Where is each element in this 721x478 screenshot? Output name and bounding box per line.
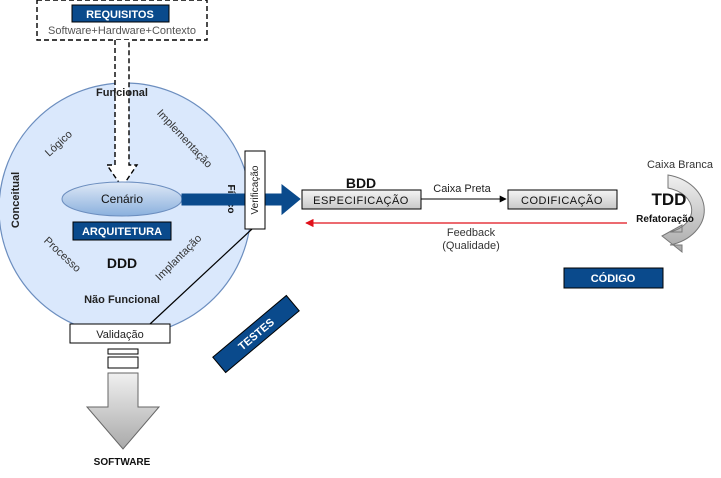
feedback-label-line1: Feedback <box>447 227 496 239</box>
software-label: SOFTWARE <box>94 457 151 468</box>
coding-label: CODIFICAÇÃO <box>521 194 603 207</box>
code-label: CÓDIGO <box>591 272 636 285</box>
functional-label: Funcional <box>96 87 148 99</box>
scenario-to-specification-arrow <box>181 183 301 216</box>
requirements-down-arrow <box>105 40 139 189</box>
refactoring-label: Refatoração <box>636 214 694 225</box>
scenario-label: Cenário <box>101 192 143 206</box>
tdd-title: TDD <box>652 190 687 209</box>
software-stack-block <box>107 356 139 369</box>
conceptual-label: Conceitual <box>10 172 22 228</box>
requirements-title: REQUISITOS <box>86 9 154 21</box>
ddd-label: DDD <box>107 255 137 271</box>
software-down-arrow <box>85 372 161 450</box>
coding-box <box>507 189 618 210</box>
validation-label: Validação <box>96 329 144 341</box>
bdd-title: BDD <box>346 175 376 191</box>
validation-box <box>69 323 171 344</box>
feedback-label-line2: (Qualidade) <box>442 240 499 252</box>
specification-label: ESPECIFICAÇÃO <box>313 194 409 207</box>
tdd-cycle-arrow <box>661 174 705 254</box>
architecture-label: ARQUITETURA <box>82 226 162 238</box>
architecture-badge <box>72 221 172 241</box>
tests-badge: TESTES <box>212 294 300 374</box>
black-box-label: Caixa Preta <box>433 183 491 195</box>
white-box-label: Caixa Branca <box>647 159 714 171</box>
verification-validation-connector <box>149 228 253 325</box>
software-stack-bar <box>107 348 139 355</box>
non-functional-label: Não Funcional <box>84 294 160 306</box>
verification-box <box>244 150 266 230</box>
code-badge <box>563 267 664 289</box>
verification-label: Verificação <box>250 165 261 214</box>
requirements-subtitle: Software+Hardware+Contexto <box>48 25 196 37</box>
requirements-title-badge <box>71 4 170 23</box>
